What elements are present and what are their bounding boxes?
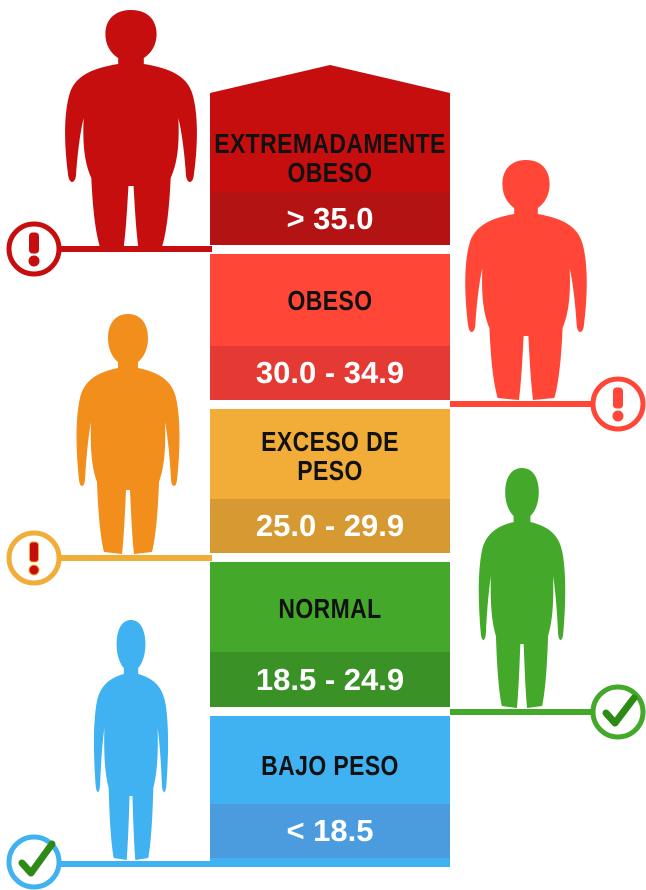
category-obese: OBESO 30.0 - 34.9: [210, 254, 450, 400]
exclamation-icon: [9, 224, 59, 274]
category-name: BAJO PESO: [261, 750, 399, 782]
category-name: EXTREMADAMENTE OBESO: [214, 127, 446, 188]
category-normal: NORMAL 18.5 - 24.9: [210, 562, 450, 707]
category-name: OBESO: [287, 285, 373, 317]
category-extremely-obese: EXTREMADAMENTE OBESO > 35.0: [210, 100, 450, 245]
category-range: 18.5 - 24.9: [210, 652, 450, 707]
checkmark-icon: [9, 837, 59, 887]
category-range: > 35.0: [210, 192, 450, 245]
exclamation-icon: [593, 379, 643, 429]
category-overweight: EXCESO DE PESO 25.0 - 29.9: [210, 409, 450, 553]
checkmark-icon: [593, 687, 643, 737]
figure-overweight: [76, 314, 180, 554]
column-roof: [210, 65, 450, 101]
figure-obese: [465, 160, 587, 400]
exclamation-icon: [9, 533, 59, 583]
category-range: 25.0 - 29.9: [210, 499, 450, 553]
figure-normal: [478, 468, 566, 708]
category-range: < 18.5: [210, 804, 450, 858]
figure-underweight: [93, 620, 169, 860]
category-range: 30.0 - 34.9: [210, 346, 450, 400]
category-name: NORMAL: [278, 593, 382, 625]
figure-extremely-obese: [65, 10, 197, 250]
category-underweight: BAJO PESO < 18.5: [210, 716, 450, 866]
